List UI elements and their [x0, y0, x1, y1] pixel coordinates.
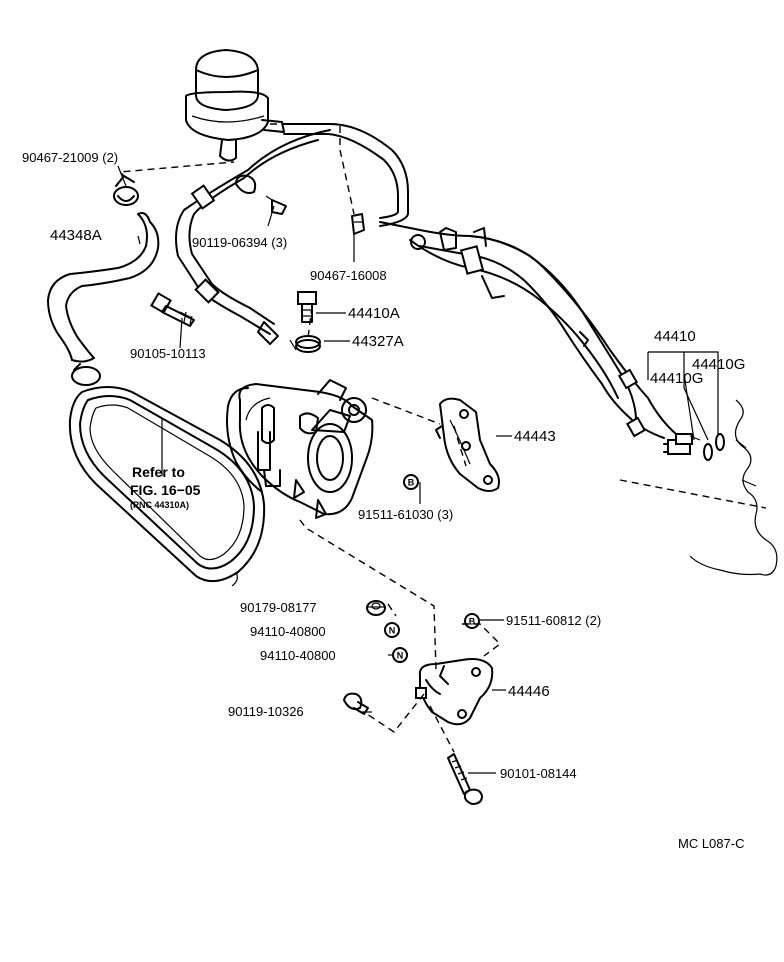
label-94110-40800-b: 94110-40800 [260, 648, 336, 663]
hose-clamp [113, 175, 139, 206]
label-90467-21009: 90467-21009 (2) [22, 150, 118, 165]
pressure-tube-assembly [379, 221, 677, 439]
label-90119-10326: 90119-10326 [228, 704, 304, 719]
label-94110-40800-a: 94110-40800 [250, 624, 326, 639]
hose-clamp-upper [235, 174, 287, 215]
label-44327A: 44327A [352, 333, 404, 350]
nut-badge: N [389, 626, 396, 636]
pump-bolt [150, 292, 195, 327]
label-90119-06394: 90119-06394 (3) [192, 235, 287, 250]
union-fittings [663, 433, 725, 461]
drive-belt [68, 386, 266, 587]
label-90179-08177: 90179-08177 [240, 600, 317, 615]
bolt-badge: B [408, 478, 415, 488]
label-91511-61030: 91511-61030 (3) [358, 507, 453, 522]
label-90467-16008: 90467-16008 [310, 268, 387, 283]
reference-line-2: FIG. 16−05 [130, 482, 201, 498]
bolt-90119-10326 [343, 692, 369, 715]
label-44410G-right: 44410G [692, 356, 745, 373]
nut-94110-b: N [392, 647, 408, 663]
bolt-badge: B [469, 617, 476, 627]
label-44348A: 44348A [50, 227, 102, 244]
return-hose-lines [175, 123, 409, 345]
reservoir-tank [185, 49, 285, 162]
label-91511-60812: 91511-60812 (2) [506, 613, 601, 628]
label-44410: 44410 [654, 328, 696, 345]
reference-note: Refer to FIG. 16−05 (PNC 44310A) [130, 464, 201, 510]
label-90105-10113: 90105-10113 [130, 346, 206, 361]
washer-90179 [366, 600, 386, 616]
label-90101-08144: 90101-08144 [500, 766, 577, 781]
reference-line-1: Refer to [132, 464, 185, 480]
drawing-code: MC L087-C [678, 836, 744, 851]
label-44410G-left: 44410G [650, 370, 703, 387]
label-44446: 44446 [508, 683, 550, 700]
power-steering-pump [226, 379, 374, 519]
pump-bracket-44443 [435, 397, 500, 492]
gasket [289, 335, 321, 353]
hose-clamp-16008 [351, 213, 365, 235]
reference-line-3: (PNC 44310A) [130, 500, 189, 510]
label-44443: 44443 [514, 428, 556, 445]
suction-hose [47, 212, 160, 386]
union-bolt [297, 291, 317, 323]
label-44410A: 44410A [348, 305, 400, 322]
nut-94110-a: N [384, 622, 400, 638]
long-bolt-90101-08144 [447, 753, 483, 805]
bolt-91511-60812: B [464, 613, 480, 629]
part-labels: 90467-21009 (2) 44348A 90119-06394 (3) 9… [22, 150, 745, 781]
pump-bracket-44446 [415, 658, 494, 726]
nut-badge: N [397, 651, 404, 661]
leader-lines [117, 165, 719, 774]
bolt-91511-61030: B [403, 474, 419, 490]
engine-outline [619, 399, 778, 576]
assembly-dashed-lines [118, 123, 502, 753]
